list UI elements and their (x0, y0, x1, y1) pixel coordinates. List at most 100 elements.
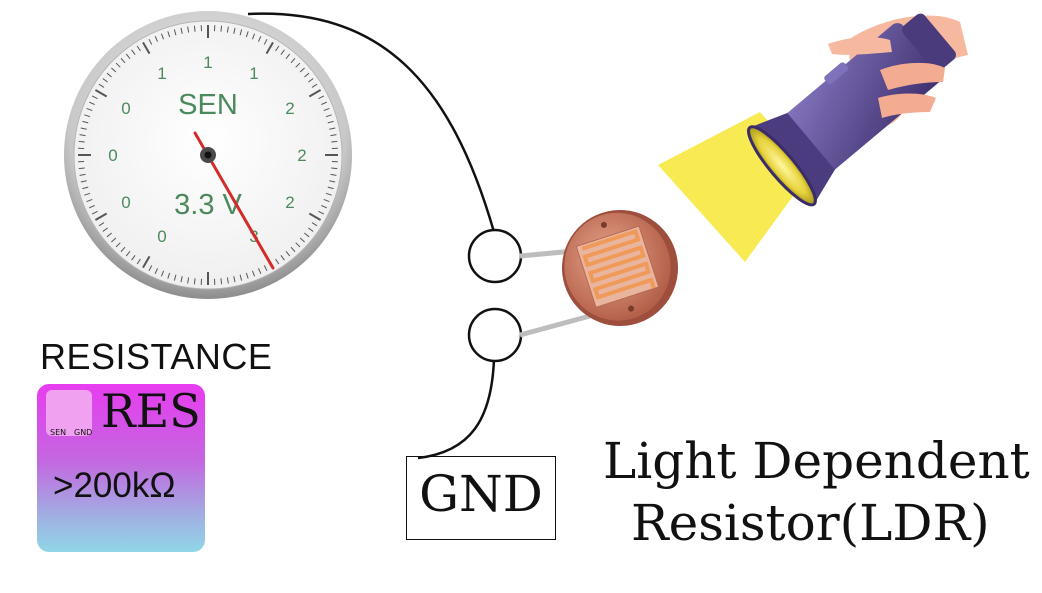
gauge-scale-label: 0 (108, 146, 117, 165)
gauge-tick (265, 41, 274, 55)
gauge-tick (167, 31, 171, 38)
voltmeter-gauge: 1 1 0 0 0 0 1 2 2 2 3 SEN 3.3 V (64, 11, 352, 299)
ground-label: GND (419, 465, 543, 523)
torch-tail (902, 13, 956, 72)
gauge-tick (82, 186, 89, 190)
gauge-tick (321, 204, 327, 209)
gauge-tick (148, 38, 153, 45)
gauge-tick (79, 173, 86, 176)
gauge-tick (280, 49, 285, 55)
gauge-tick (193, 25, 196, 32)
gauge-tick (233, 276, 236, 283)
hand-finger (880, 62, 945, 90)
gauge-scale-label: 1 (157, 64, 166, 83)
gauge-tick (308, 78, 314, 83)
gauge-tick (91, 210, 98, 215)
gauge-tick (323, 107, 330, 112)
gauge-scale-label: 2 (297, 146, 306, 165)
gauge-tick (125, 53, 131, 59)
gauge-tick (180, 27, 183, 34)
ground-terminal (467, 307, 523, 363)
gauge-scale-label: 1 (249, 64, 258, 83)
icon-gnd-label: GND (74, 428, 93, 437)
ldr-component (519, 210, 678, 338)
resistance-value: >200kΩ (53, 466, 176, 505)
gauge-tick (154, 36, 159, 42)
ldr-track-path (581, 228, 656, 300)
torch-head (752, 113, 835, 202)
gauge-tick (290, 58, 296, 64)
gauge-tick (329, 127, 336, 130)
gauge-tick (299, 67, 305, 73)
gauge-tick (173, 274, 177, 281)
gauge-tick (115, 62, 121, 68)
gauge-tick (98, 222, 105, 227)
gauge-tick (251, 33, 256, 40)
torch-switch (824, 62, 849, 85)
gauge-tick (120, 246, 126, 252)
torch-body (775, 23, 943, 180)
gauge-tick (80, 127, 87, 130)
gauge-tick (329, 180, 336, 183)
gauge-tick (257, 36, 262, 42)
gauge-tick (78, 140, 85, 143)
gauge-tick (327, 186, 334, 190)
gauge-tick (285, 251, 291, 257)
resistance-heading: RESISTANCE (40, 336, 273, 377)
resistance-badge-title: RES (101, 384, 201, 438)
gauge-tick (308, 212, 322, 221)
gauge-tick (115, 242, 121, 248)
gauge-tick (102, 227, 108, 232)
gauge-tick (160, 270, 165, 277)
gauge-tick (82, 120, 89, 124)
gauge-tick (111, 237, 117, 243)
gauge-tick (257, 268, 262, 274)
hand-finger (878, 93, 936, 118)
gauge-tick (275, 258, 280, 265)
gauge-tick (331, 140, 338, 143)
gauge-tick (120, 58, 126, 64)
gauge-tick (106, 232, 112, 238)
gauge-tick (331, 167, 338, 170)
gauge-tick (131, 255, 136, 261)
gauge-tick (304, 72, 310, 78)
gauge-tick (89, 101, 95, 106)
torch-lens (747, 125, 817, 207)
gauge-scale-label: 0 (157, 227, 166, 246)
gauge-tick (167, 272, 171, 279)
gauge-tick (226, 26, 229, 33)
ldr-leg (519, 313, 591, 338)
gauge-tick (78, 167, 85, 170)
gauge-scale-label: 0 (121, 193, 130, 212)
gauge-tick (89, 204, 95, 209)
gauge-tick (154, 268, 159, 274)
gauge-tick (84, 114, 91, 118)
gauge-tick (106, 72, 112, 78)
gauge-tick (131, 49, 136, 55)
ldr-title-line2: Resistor(LDR) (631, 494, 990, 552)
gauge-tick (187, 277, 190, 284)
ldr-title-line1: Light Dependent (603, 432, 1030, 490)
gauge-tick (299, 237, 305, 243)
gauge-tick (160, 33, 165, 40)
gauge-tick (125, 251, 131, 257)
gauge-scale-label: 2 (285, 99, 294, 118)
gauge-tick (80, 180, 87, 183)
gauge-tick (263, 265, 268, 272)
signal-wire (247, 12, 496, 233)
gauge-tick (304, 232, 310, 238)
gauge-tick (84, 192, 91, 196)
gauge-tick (311, 222, 318, 227)
gauge-scale-label: 0 (121, 99, 130, 118)
gauge-tick (275, 45, 280, 52)
gauge-tick (239, 274, 243, 281)
gauge-tick (111, 67, 117, 73)
gauge-tick (187, 26, 190, 33)
gauge-tick (86, 198, 93, 203)
gauge-ticks (78, 25, 338, 285)
gauge-tick (220, 25, 223, 32)
gauge-tick (193, 278, 196, 285)
gauge-tick (295, 62, 301, 68)
gauge-tick (148, 265, 153, 272)
gauge-tick (263, 38, 268, 45)
